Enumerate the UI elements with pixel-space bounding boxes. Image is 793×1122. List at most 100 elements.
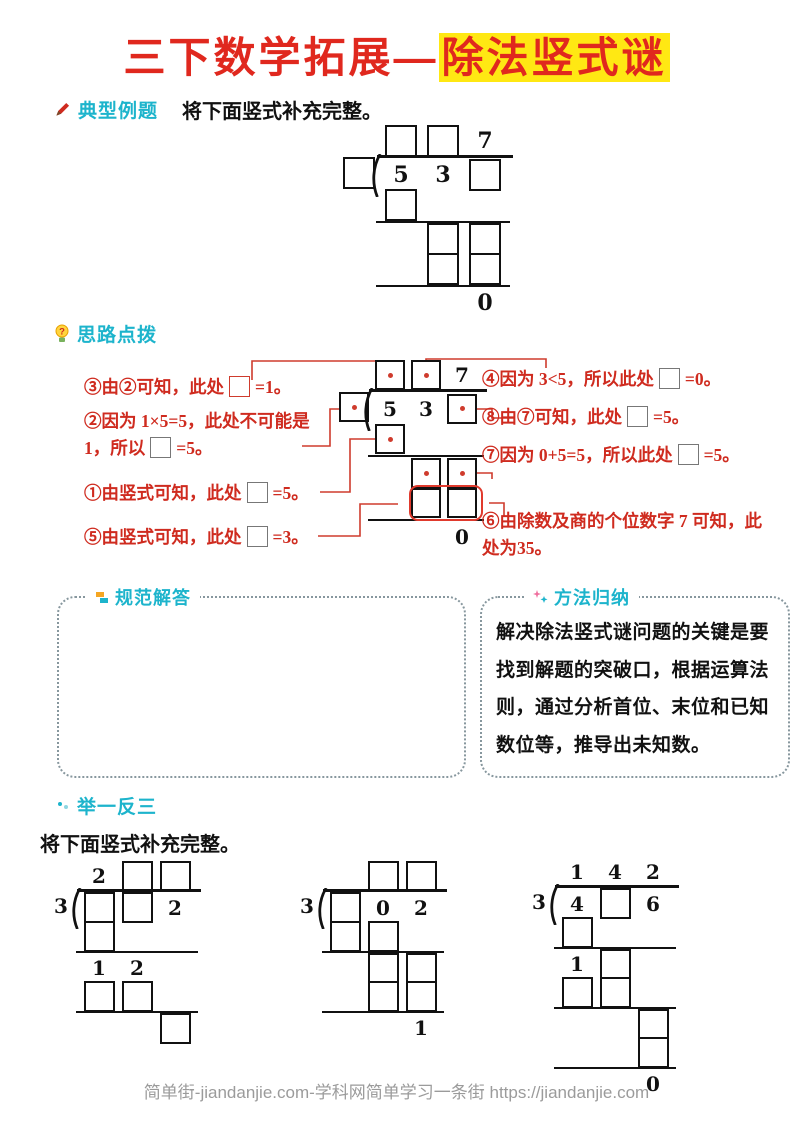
answer-box[interactable] xyxy=(405,952,437,984)
hint-answer-box xyxy=(246,482,268,503)
answer-box[interactable] xyxy=(121,860,153,892)
answer-box[interactable] xyxy=(469,223,501,255)
division-cell xyxy=(326,892,364,924)
empty-cell xyxy=(288,982,326,1010)
answer-box[interactable] xyxy=(83,920,115,952)
empty-cell xyxy=(336,488,372,518)
empty-cell xyxy=(520,918,558,946)
answer-box[interactable] xyxy=(367,920,399,952)
answer-box[interactable] xyxy=(411,488,441,518)
division-row xyxy=(520,1008,676,1040)
hint-answer-box xyxy=(229,376,250,397)
answer-box[interactable] xyxy=(121,980,153,1012)
answer-box[interactable] xyxy=(411,458,441,488)
answer-box[interactable] xyxy=(83,980,115,1012)
division-cell xyxy=(364,980,402,1012)
empty-cell xyxy=(42,922,80,950)
answer-box[interactable] xyxy=(159,1012,191,1044)
digit: 0 xyxy=(455,525,469,549)
answer-box[interactable] xyxy=(405,980,437,1012)
answer-box[interactable] xyxy=(339,392,369,422)
hint-text: =5。 xyxy=(703,445,740,465)
answer-box[interactable] xyxy=(375,424,405,454)
empty-cell xyxy=(596,918,634,946)
answer-box[interactable] xyxy=(447,393,477,424)
answer-box[interactable] xyxy=(427,125,459,157)
answer-box[interactable] xyxy=(427,223,459,255)
empty-cell xyxy=(156,982,194,1010)
answer-box[interactable] xyxy=(411,360,441,390)
answer-box[interactable] xyxy=(469,158,501,191)
hint-text: ②因为 1×5=5，此处不可能是 1，所以 xyxy=(84,411,310,459)
empty-cell xyxy=(372,458,408,488)
empty-cell xyxy=(156,922,194,950)
division-line xyxy=(76,951,198,953)
answer-box[interactable] xyxy=(121,892,153,923)
division-line xyxy=(554,1067,676,1069)
division-cell xyxy=(118,860,156,892)
division-line xyxy=(76,1011,198,1013)
division-cell xyxy=(596,976,634,1008)
division-row xyxy=(338,253,510,285)
method-panel: 方法归纳 解决除法竖式谜问题的关键是要找到解题的突破口，根据运算法则，通过分析首… xyxy=(480,584,790,778)
answer-box[interactable] xyxy=(375,360,405,390)
answer-box[interactable] xyxy=(637,1036,669,1068)
answer-box[interactable] xyxy=(367,860,399,892)
division-bracket xyxy=(318,888,328,929)
digit: 7 xyxy=(477,128,493,154)
division-line xyxy=(368,455,484,457)
answer-box[interactable] xyxy=(329,892,361,923)
division-row xyxy=(288,952,444,984)
answer-box[interactable] xyxy=(447,458,477,488)
answer-box[interactable] xyxy=(329,920,361,952)
digit: 2 xyxy=(414,895,428,920)
empty-cell xyxy=(464,190,506,220)
division-cell xyxy=(80,980,118,1012)
answer-box[interactable] xyxy=(385,189,417,221)
example-section-head: 典型例题 将下面竖式补充完整。 xyxy=(55,95,382,124)
division-cell xyxy=(464,223,506,255)
empty-cell xyxy=(80,1014,118,1042)
answer-box[interactable] xyxy=(405,860,437,892)
answer-box[interactable] xyxy=(637,1008,669,1040)
example-instruction: 将下面竖式补充完整。 xyxy=(182,101,383,123)
division-cell xyxy=(408,458,444,488)
answer-box[interactable] xyxy=(599,948,631,980)
page-title-plain: 三下数学拓展— xyxy=(123,34,439,81)
empty-cell xyxy=(336,360,372,390)
division-cell xyxy=(596,888,634,920)
division-cell xyxy=(364,952,402,984)
answer-box[interactable] xyxy=(367,952,399,984)
answer-box[interactable] xyxy=(447,488,477,518)
hint-text: ⑧由⑦可知，此处 xyxy=(482,407,622,427)
division-cell xyxy=(422,223,464,255)
answer-box[interactable] xyxy=(561,976,593,1008)
answer-box[interactable] xyxy=(427,253,459,285)
hint-annotation: ③由②可知，此处=1。 xyxy=(84,374,339,401)
answer-box[interactable] xyxy=(367,980,399,1012)
answer-box[interactable] xyxy=(599,888,631,919)
answer-panel[interactable]: 规范解答 xyxy=(57,584,466,778)
hint-annotation: ⑥由除数及商的个位数字 7 可知，此处为35。 xyxy=(482,508,778,562)
empty-cell xyxy=(326,862,364,890)
answer-box[interactable] xyxy=(561,916,593,948)
answer-box[interactable] xyxy=(469,253,501,285)
digit: 2 xyxy=(646,860,660,884)
division-row xyxy=(288,980,444,1012)
empty-cell xyxy=(558,1038,596,1066)
division-cell xyxy=(338,156,380,190)
watermark: 简单街-jiandanjie.com-学科网简单学习一条街 https://ji… xyxy=(143,1083,650,1102)
empty-cell xyxy=(118,922,156,950)
division-row: 0 xyxy=(338,288,510,318)
answer-box[interactable] xyxy=(83,892,115,923)
answer-box[interactable] xyxy=(343,157,375,189)
answer-box[interactable] xyxy=(599,976,631,1008)
digit: 4 xyxy=(608,860,622,884)
division-cell xyxy=(402,860,440,892)
answer-box[interactable] xyxy=(385,125,417,157)
answer-box[interactable] xyxy=(159,860,191,892)
